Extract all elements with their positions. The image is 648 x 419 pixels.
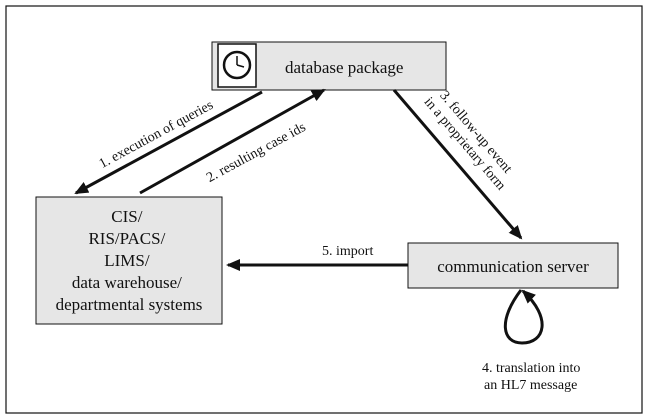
source-systems-node: CIS/ RIS/PACS/ LIMS/ data warehouse/ dep… (35, 196, 223, 325)
source-systems-line: data warehouse/ (72, 273, 182, 292)
communication-server-node: communication server (407, 242, 619, 289)
step4-label: 4. translation into an HL7 message (482, 361, 584, 393)
arrow-step2 (139, 88, 326, 195)
database-package-label: database package (285, 58, 403, 77)
clock-icon (217, 43, 257, 88)
step2-label: 2. resulting case ids (204, 120, 308, 186)
source-systems-line: departmental systems (56, 295, 203, 314)
arrow-step1 (74, 90, 263, 195)
step5-label: 5. import (322, 244, 373, 259)
arrow-step4-loop (503, 289, 544, 345)
communication-server-label: communication server (437, 257, 589, 276)
source-systems-label: CIS/ RIS/PACS/ LIMS/ data warehouse/ dep… (56, 207, 203, 314)
step4-label-line: an HL7 message (484, 378, 577, 393)
communication-server-box (407, 242, 619, 289)
source-systems-box (35, 196, 223, 325)
source-systems-line: LIMS/ (104, 251, 150, 270)
diagram-frame (5, 5, 643, 414)
source-systems-line: CIS/ (111, 207, 142, 226)
arrow-step3 (392, 89, 523, 240)
source-systems-line: RIS/PACS/ (88, 229, 165, 248)
step4-label-line: 4. translation into (482, 361, 580, 376)
database-package-node: database package (211, 41, 447, 91)
